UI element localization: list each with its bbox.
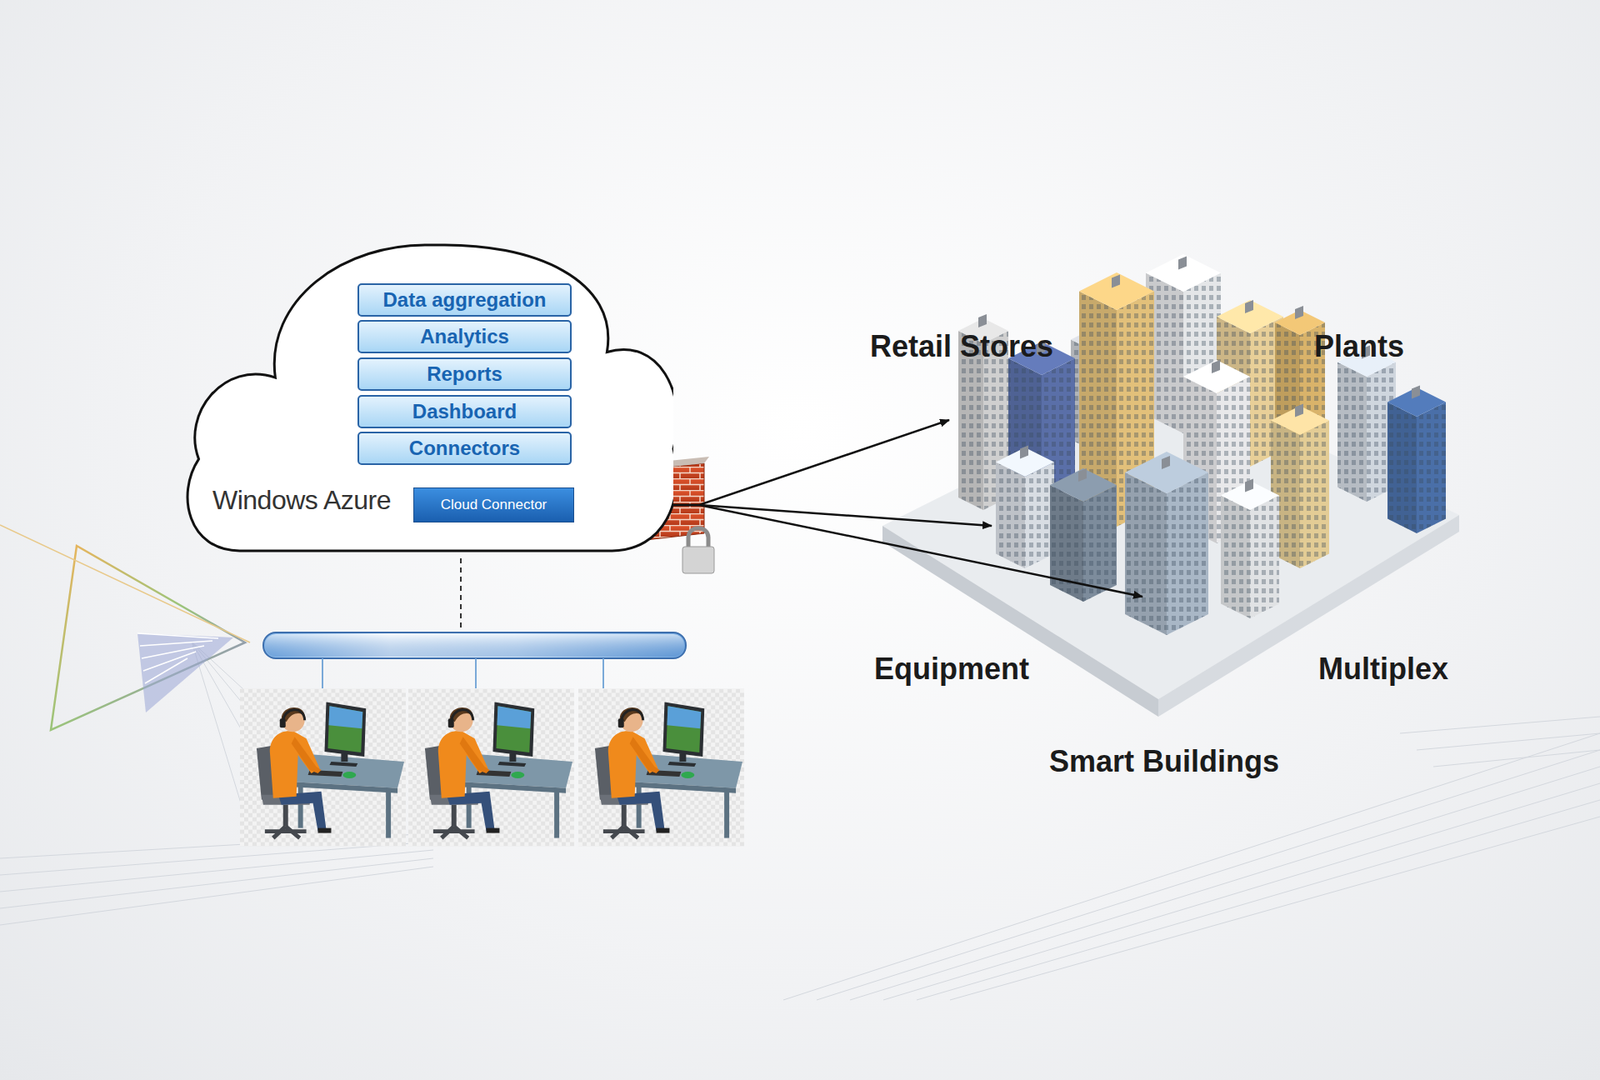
building-face [1025, 462, 1055, 570]
site-group: Retail Stores PlantsEquipment MultiplexSma… [858, 316, 1475, 784]
building-face [1161, 455, 1170, 470]
site-label: Plants [1314, 329, 1405, 365]
service-layer: Dashboard [357, 395, 572, 429]
box-label: Dashboard [412, 400, 517, 424]
building-face [1145, 254, 1221, 292]
building-face [1125, 451, 1209, 494]
building-face [1250, 495, 1280, 620]
building-face [1300, 420, 1330, 570]
site-label: Multiplex [1318, 651, 1449, 687]
box-label: Data aggregation [382, 288, 546, 312]
building-face [1111, 275, 1120, 289]
building-face [1220, 495, 1250, 620]
building-face [1183, 360, 1250, 394]
building-face [1220, 495, 1250, 620]
cloud-region: Windows Azure Data aggregationAnalyticsRe… [178, 240, 674, 556]
building-face [1211, 360, 1220, 374]
service-layer: Analytics [357, 320, 572, 354]
box-label: Analytics [420, 325, 510, 349]
box-label: Reports [426, 362, 503, 386]
building-face [1216, 300, 1284, 334]
building-face [1025, 462, 1055, 570]
building-face [1020, 445, 1029, 460]
building-face [1245, 479, 1254, 493]
building-face [1337, 362, 1367, 503]
building-face [1337, 362, 1367, 503]
building-face [1387, 402, 1417, 535]
building-face [995, 462, 1025, 570]
building-face [1387, 402, 1417, 535]
building-face [1125, 472, 1167, 635]
box-label: Connectors [409, 436, 520, 460]
building-face [1125, 472, 1167, 635]
service-layer: Reports [357, 357, 572, 391]
building-face [1416, 402, 1446, 535]
building-face [1083, 485, 1117, 602]
building-face [1300, 420, 1330, 570]
building-face [1050, 468, 1117, 502]
site-label: Retail Stores [870, 329, 1054, 365]
cloud-connector-box: Cloud Connector [413, 487, 575, 523]
building-face [1166, 472, 1209, 635]
service-layer: Connectors [357, 431, 572, 465]
building-face [978, 314, 987, 328]
building-face [995, 462, 1025, 570]
building-face [1166, 472, 1209, 635]
site-label: Smart Buildings [1049, 744, 1280, 780]
box-label: Cloud Connector [440, 496, 548, 514]
building-face [1178, 256, 1187, 270]
building-face [1245, 300, 1254, 314]
building-face [1083, 485, 1117, 602]
building-face [1295, 305, 1304, 320]
site-label: Equipment [874, 651, 1030, 687]
building-face [1250, 495, 1280, 620]
building-face [1078, 468, 1087, 482]
building-face [1416, 402, 1446, 535]
service-layer: Data aggregation [357, 283, 572, 317]
building-face [1411, 385, 1420, 400]
building-face [1079, 272, 1155, 310]
building-face [1295, 404, 1304, 418]
platform-name: Windows Azure [212, 485, 391, 516]
